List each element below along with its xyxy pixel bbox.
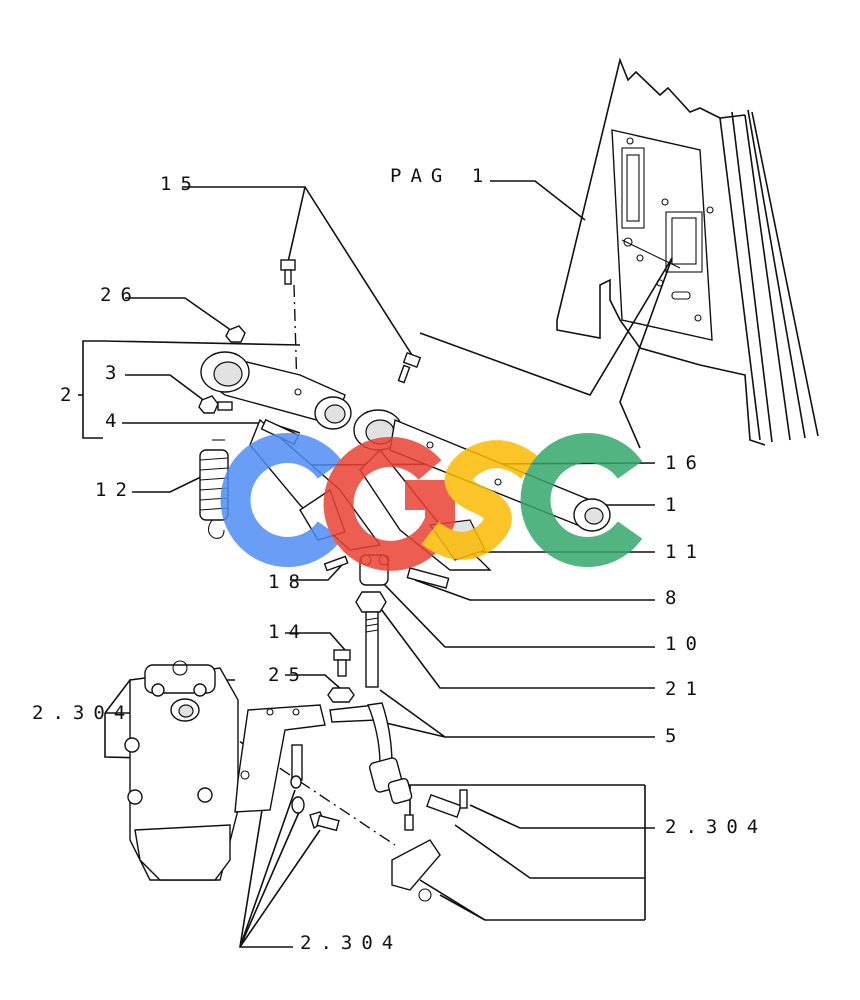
label-18: 18 — [268, 571, 309, 593]
watermark-letter-2 — [323, 436, 455, 571]
label-pag-1: PAG 1 — [390, 165, 492, 187]
watermark-letter-4 — [520, 433, 643, 567]
label-2304-right: 2.304 — [665, 816, 767, 838]
label-26: 26 — [100, 284, 141, 306]
label-2304-left: 2.304 — [32, 702, 134, 724]
label-21: 21 — [665, 678, 706, 700]
label-3: 3 — [105, 362, 125, 384]
label-15: 15 — [160, 173, 201, 195]
nut-25 — [327, 687, 355, 703]
label-11: 11 — [665, 541, 706, 563]
pin-8 — [406, 567, 450, 589]
pin-18 — [323, 555, 349, 572]
nut-26 — [225, 325, 246, 343]
bolt-14 — [333, 649, 351, 677]
rod — [365, 611, 379, 688]
clevis-lower — [391, 814, 441, 902]
label-4: 4 — [105, 410, 125, 432]
label-1: 1 — [665, 494, 685, 516]
label-2304-bottom: 2.304 — [300, 932, 402, 954]
bolt-15b — [397, 352, 422, 384]
valve-group — [124, 660, 468, 902]
label-14: 14 — [268, 621, 309, 643]
watermark-letter-3 — [421, 440, 539, 560]
label-8: 8 — [665, 587, 685, 609]
nut-21 — [355, 591, 387, 613]
label-2: 2 — [60, 384, 80, 406]
label-25: 25 — [268, 664, 309, 686]
lever-5 — [329, 702, 413, 805]
bolt-15a — [280, 259, 296, 285]
label-12: 12 — [95, 479, 136, 501]
cgsc-watermark — [220, 433, 643, 571]
label-10: 10 — [665, 633, 706, 655]
watermark-letter-1 — [220, 433, 343, 567]
grease-fitting-3 — [198, 395, 233, 414]
label-16: 16 — [665, 452, 706, 474]
callout-labels: PAG 1 15 26 3 2 4 12 18 14 25 2.304 16 1… — [32, 165, 767, 954]
bolt-lower — [309, 811, 340, 832]
label-5: 5 — [665, 725, 685, 747]
cab-panel — [556, 57, 819, 446]
